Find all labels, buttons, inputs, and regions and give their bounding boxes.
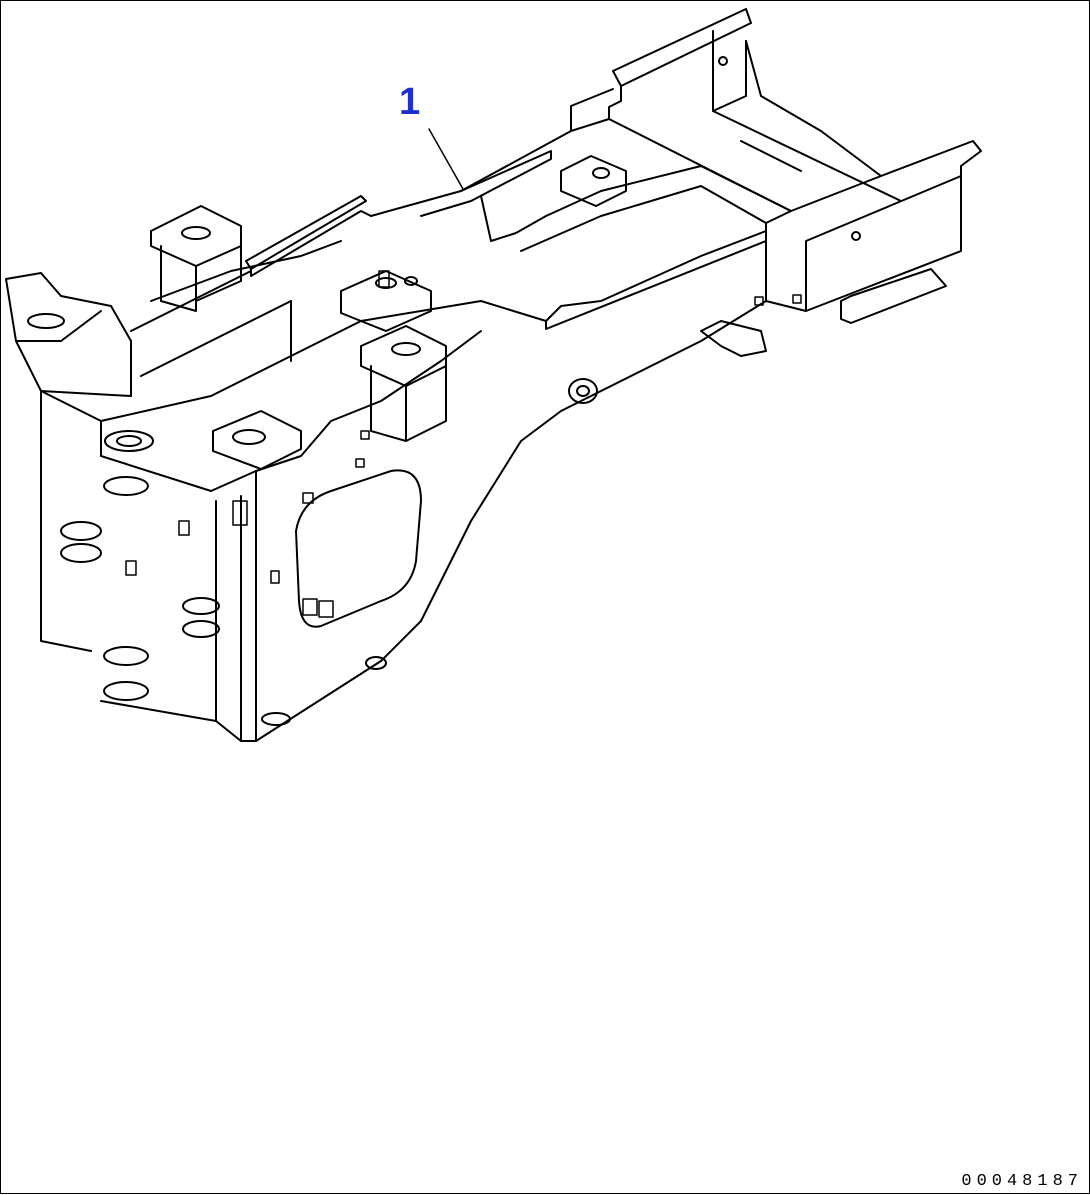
drawing-id: 00048187 [961, 1172, 1083, 1191]
front-frame [5, 240, 767, 742]
callout-leader-line [428, 128, 464, 190]
callout-number[interactable]: 1 [399, 81, 421, 123]
rear-frame [570, 8, 982, 324]
mounting-brackets [150, 155, 767, 470]
detail-blocks [125, 270, 802, 618]
access-opening [295, 469, 422, 628]
left-rail [245, 130, 767, 330]
mounting-holes [27, 56, 861, 726]
